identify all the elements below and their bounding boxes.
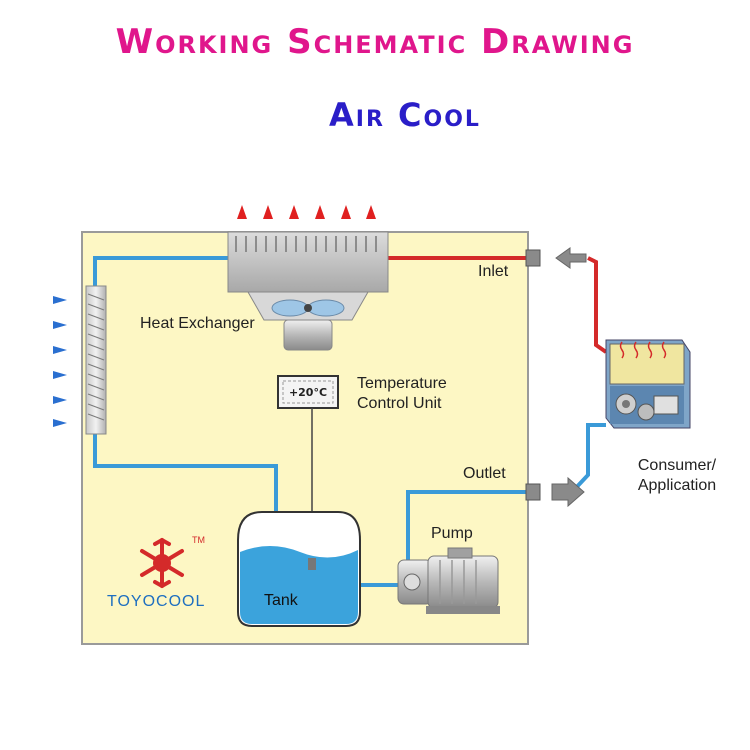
flow-arrow-icon xyxy=(551,247,587,508)
heat-exchanger-label: Heat Exchanger xyxy=(140,315,255,332)
hot-water-pipes xyxy=(388,256,608,354)
temperature-control-unit xyxy=(277,375,339,562)
thermostat-display: +20°C xyxy=(288,386,328,399)
heat-exchanger-coil xyxy=(85,285,107,435)
consumer-application-label: Consumer/ Application xyxy=(637,457,717,494)
inlet-fitting xyxy=(525,249,541,267)
cold-air-arrow-icon xyxy=(53,296,67,427)
water-tank xyxy=(237,511,361,627)
main-title: Working Schematic Drawing xyxy=(115,22,635,62)
condenser-fan xyxy=(227,231,389,351)
brand-name: TOYOCOOL xyxy=(107,593,206,610)
sub-title: Air Cool xyxy=(329,96,481,134)
consumer-application-device xyxy=(605,339,691,429)
pump-label: Pump xyxy=(431,525,473,542)
brand-trademark: TM xyxy=(192,535,205,545)
outlet-label: Outlet xyxy=(463,465,506,482)
outlet-fitting xyxy=(525,483,541,501)
cold-water-pipes xyxy=(93,256,606,587)
hot-air-arrow-icon xyxy=(237,205,376,219)
temperature-control-unit-label: Temperature Control Unit xyxy=(357,375,447,412)
snowflake-logo-icon xyxy=(140,537,184,589)
inlet-label: Inlet xyxy=(478,263,509,280)
pump xyxy=(397,547,500,614)
tank-label: Tank xyxy=(264,592,298,609)
